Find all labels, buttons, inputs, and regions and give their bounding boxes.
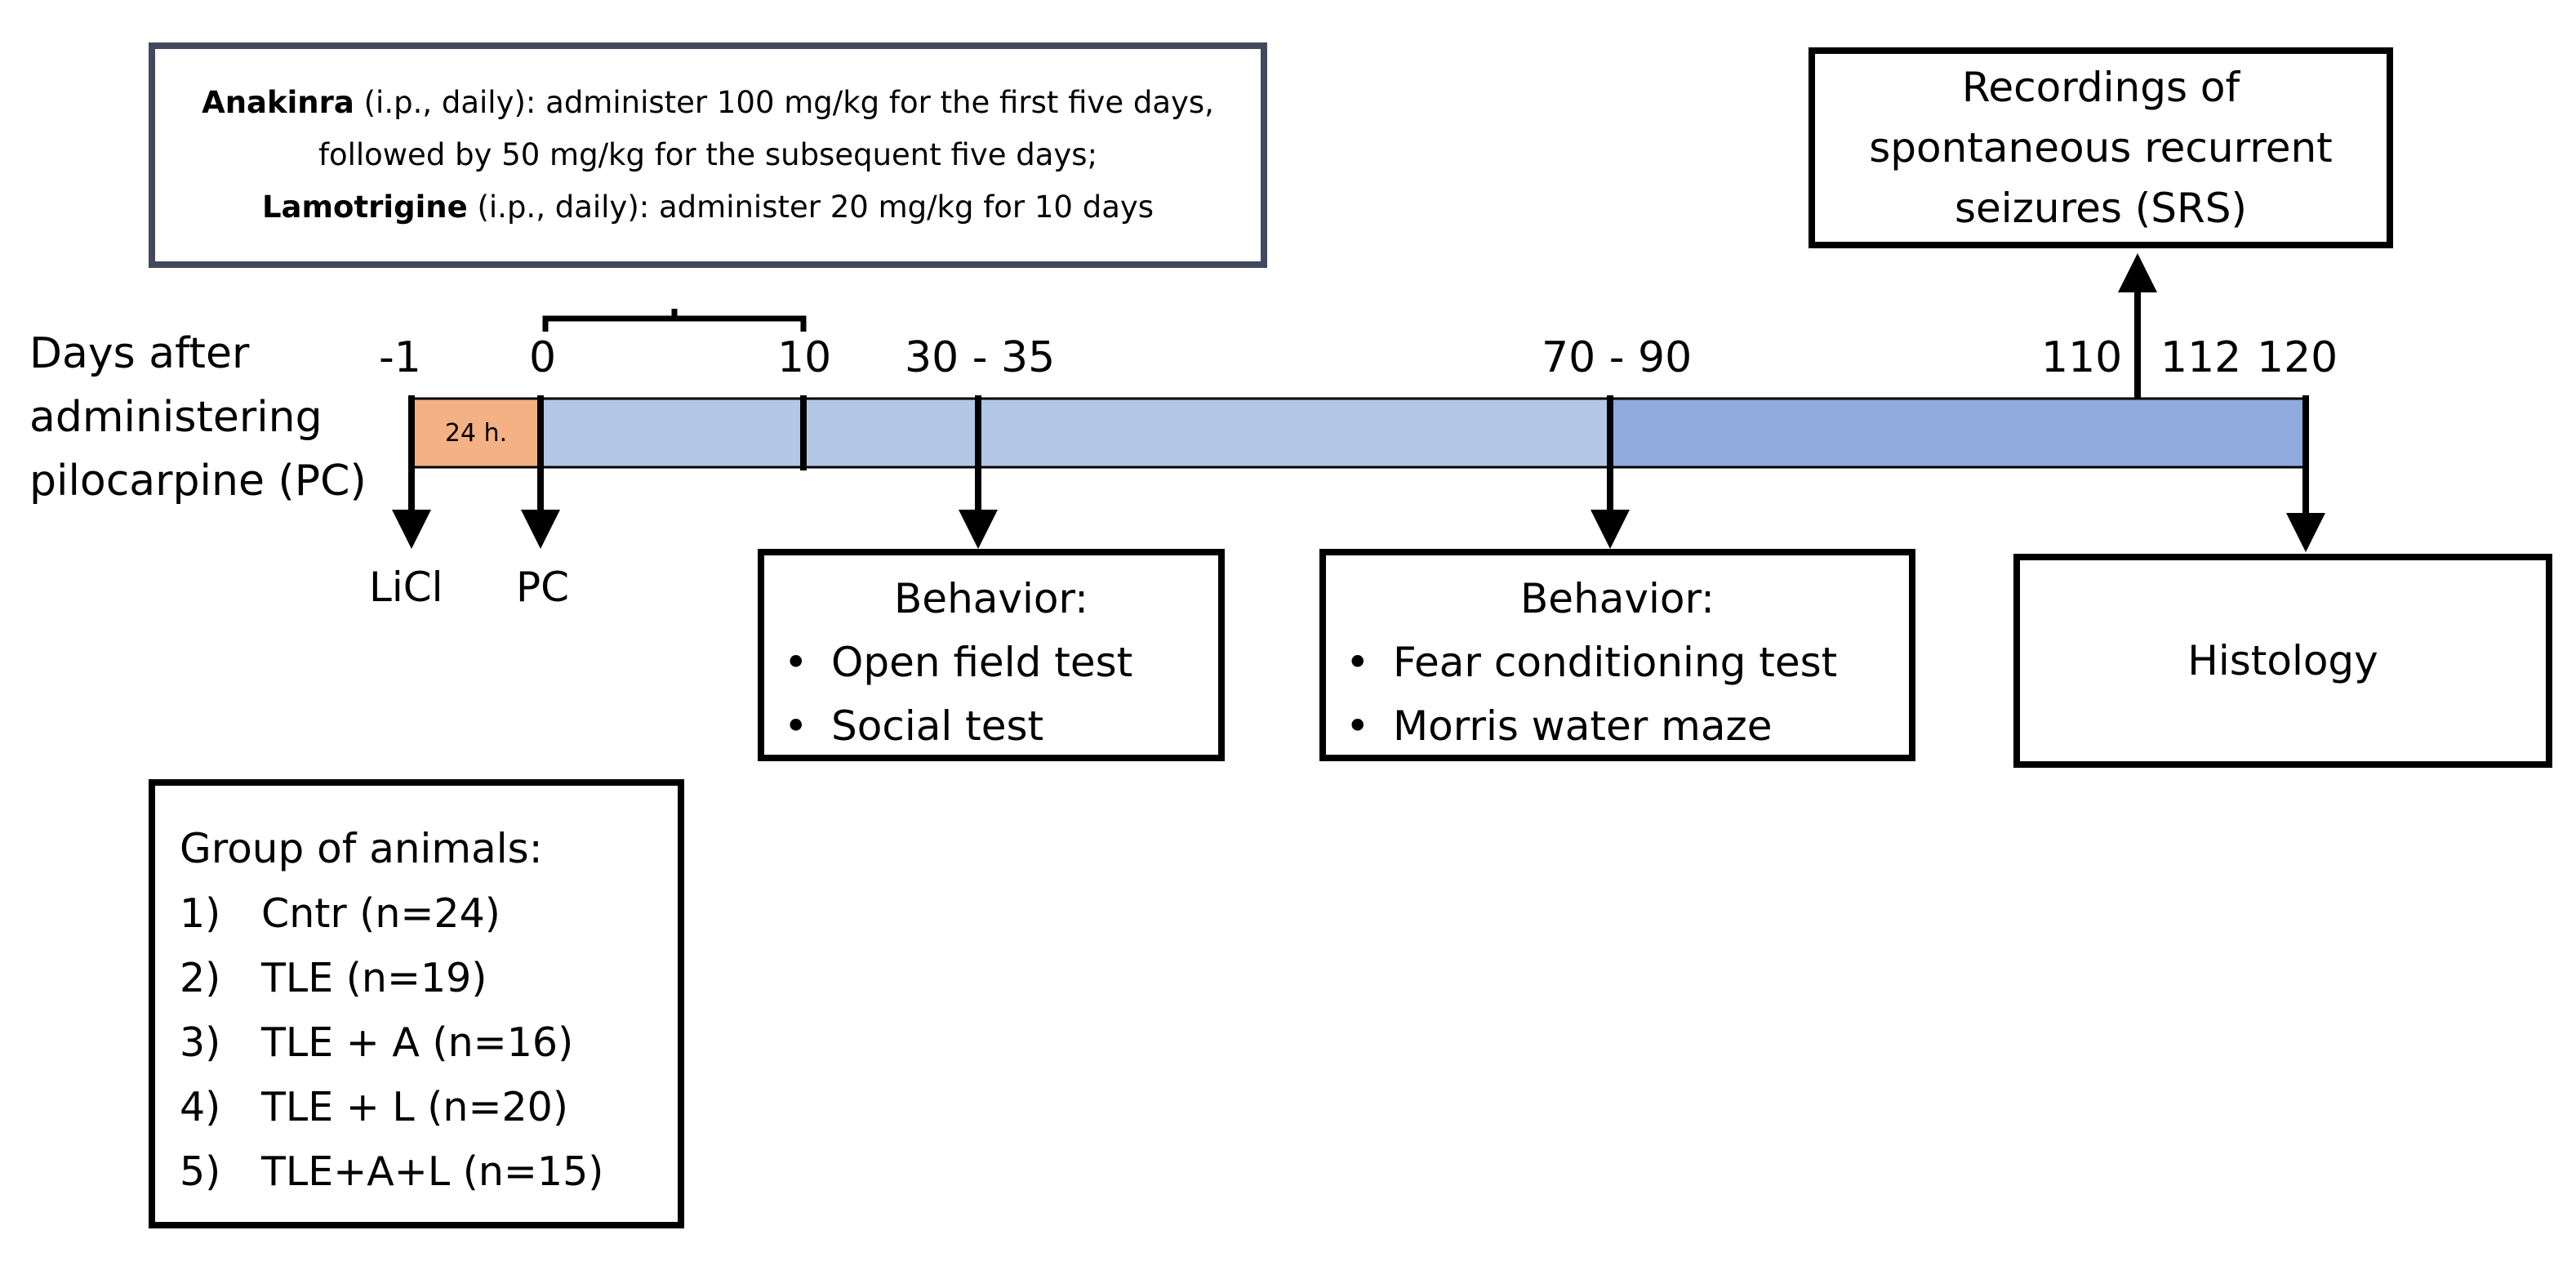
list-item: 1)Cntr (n=24) bbox=[180, 894, 678, 934]
treatment-bracket bbox=[542, 309, 807, 332]
pc-label: PC bbox=[516, 564, 570, 611]
behavior-item: Fear conditioning test bbox=[1393, 639, 1838, 686]
early-phase-segment bbox=[541, 399, 1610, 467]
group-number: 1) bbox=[180, 890, 221, 937]
bullet: • bbox=[1346, 702, 1370, 750]
lamotrigine-name: Lamotrigine bbox=[261, 189, 468, 225]
behavior-title: Behavior: bbox=[894, 575, 1088, 622]
srs-line: Recordings of bbox=[1961, 64, 2240, 111]
anakinra-name: Anakinra bbox=[202, 85, 354, 120]
tick-label: -1 bbox=[379, 333, 421, 382]
list-item: 5)TLE+A+L (n=15) bbox=[180, 1152, 678, 1192]
bullet: • bbox=[784, 702, 808, 750]
behavior-box-1: Behavior: •Open field test •Social test bbox=[758, 549, 1225, 761]
histology-box: Histology bbox=[2013, 554, 2552, 768]
behavior-box-2: Behavior: •Fear conditioning test •Morri… bbox=[1319, 549, 1915, 761]
histology-label: Histology bbox=[2187, 637, 2378, 684]
tick-label: 0 bbox=[529, 333, 557, 382]
list-item: • Open field test bbox=[764, 642, 1218, 683]
group-label: TLE+A+L (n=15) bbox=[261, 1148, 604, 1195]
behavior-item: Social test bbox=[831, 702, 1044, 750]
anakinra-dose: (i.p., daily): administer 100 mg/kg for … bbox=[318, 85, 1214, 172]
tick-label: 70 - 90 bbox=[1542, 333, 1693, 382]
axis-label-line: administering bbox=[29, 393, 323, 442]
pre-treatment-segment bbox=[412, 399, 541, 467]
tick-label: 110 bbox=[2041, 333, 2123, 382]
behavior-list: •Fear conditioning test •Morris water ma… bbox=[1326, 642, 1909, 747]
groups-list: 1)Cntr (n=24) 2)TLE (n=19) 3)TLE + A (n=… bbox=[180, 894, 678, 1192]
behavior-item: Morris water maze bbox=[1393, 702, 1773, 750]
group-label: Cntr (n=24) bbox=[261, 890, 501, 937]
list-item: 2) TLE (n=19) bbox=[180, 958, 678, 998]
tick-label: 10 bbox=[777, 333, 832, 382]
group-label: TLE + A (n=16) bbox=[261, 1019, 574, 1066]
treatment-text: Anakinra (i.p., daily): administer 100 m… bbox=[155, 77, 1261, 234]
group-number: 4) bbox=[180, 1084, 221, 1130]
axis-label-line: pilocarpine (PC) bbox=[29, 457, 367, 506]
group-label: TLE (n=19) bbox=[261, 955, 487, 1001]
bullet: • bbox=[784, 639, 808, 686]
tick-label: 30 - 35 bbox=[905, 333, 1056, 382]
group-number: 2) bbox=[180, 955, 221, 1001]
list-item: 4) TLE + L (n=20) bbox=[180, 1087, 678, 1127]
group-label: TLE + L (n=20) bbox=[261, 1084, 568, 1130]
srs-line: spontaneous recurrent bbox=[1869, 124, 2333, 172]
late-phase-segment bbox=[1610, 399, 2306, 467]
behavior-list: •Open field test •Social test bbox=[764, 642, 1218, 747]
axis-label-line: Days after bbox=[29, 329, 250, 378]
srs-line: seizures (SRS) bbox=[1954, 185, 2248, 232]
list-item: • Fear conditioning test bbox=[1326, 642, 1909, 683]
lamotrigine-dose: (i.p., daily): administer 20 mg/kg for 1… bbox=[467, 189, 1155, 225]
groups-box: Group of animals: 1)Cntr (n=24) 2)TLE (n… bbox=[149, 779, 684, 1228]
list-item: •Social test bbox=[764, 706, 1218, 747]
list-item: 3)TLE + A (n=16) bbox=[180, 1023, 678, 1063]
segment-24h-label: 24 h. bbox=[444, 419, 508, 448]
axis-label: Days after administering pilocarpine (PC… bbox=[29, 322, 367, 513]
treatment-box: Anakinra (i.p., daily): administer 100 m… bbox=[149, 42, 1267, 268]
groups-title: Group of animals: bbox=[180, 825, 543, 872]
behavior-item: Open field test bbox=[831, 639, 1133, 686]
group-number: 5) bbox=[180, 1148, 221, 1195]
tick-label: 120 bbox=[2257, 333, 2338, 382]
srs-box: Recordings of spontaneous recurrent seiz… bbox=[1809, 47, 2393, 248]
group-number: 3) bbox=[180, 1019, 221, 1066]
tick-label: 112 bbox=[2160, 333, 2242, 382]
licl-label: LiCl bbox=[369, 564, 443, 611]
bullet: • bbox=[1346, 639, 1370, 686]
list-item: •Morris water maze bbox=[1326, 706, 1909, 747]
behavior-title: Behavior: bbox=[1520, 575, 1715, 622]
